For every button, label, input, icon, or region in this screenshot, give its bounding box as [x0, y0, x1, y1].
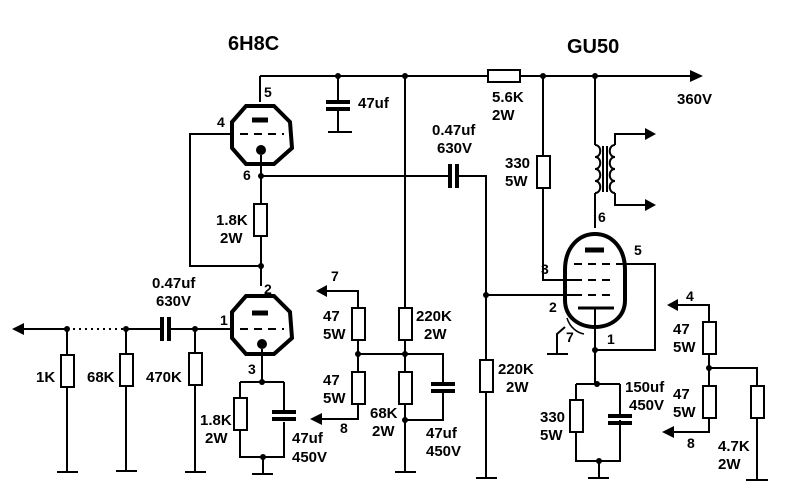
capacitor-47uf-divider — [431, 382, 455, 386]
r-h4-value: 47 — [673, 321, 690, 338]
resistor-68k-input — [116, 329, 137, 472]
c-div-voltage: 450V — [426, 443, 461, 460]
r-div-bot-power: 2W — [372, 423, 395, 440]
resistor-220k-divider — [398, 307, 413, 341]
r-in3-value: 470K — [146, 369, 182, 386]
resistor-4-7k — [750, 385, 765, 419]
tap-8-arrow-icon — [310, 413, 322, 425]
r-drop-power: 2W — [492, 107, 515, 124]
capacitor-47uf-cathode — [272, 410, 296, 414]
pin-5: 5 — [264, 84, 272, 100]
r-h4-power: 5W — [673, 339, 696, 356]
c-div-value: 47uf — [426, 425, 458, 442]
tap-8b-label: 8 — [687, 435, 695, 451]
output-transformer — [594, 76, 656, 228]
tap-4-arrow-icon — [667, 299, 678, 311]
capacitor-150uf — [608, 414, 632, 418]
supply-arrow-icon — [690, 70, 703, 82]
resistor-470k — [185, 329, 206, 473]
r-in1-value: 1K — [36, 369, 55, 386]
resistor-68k-divider — [398, 371, 413, 405]
tube-gu50 — [563, 232, 627, 345]
r-grid-value: 220K — [498, 361, 534, 378]
r-bleed-value: 4.7K — [718, 438, 750, 455]
c-couple2-value: 0.47uf — [432, 122, 476, 139]
resistor-5-6k — [487, 69, 521, 83]
pin-1: 1 — [220, 312, 228, 328]
r-k2-value: 1.8K — [200, 412, 232, 429]
r-div-top-value: 220K — [416, 308, 452, 325]
r-h7-power: 5W — [323, 326, 346, 343]
r-screen-power: 5W — [505, 173, 528, 190]
pin-2: 2 — [264, 281, 272, 297]
gu50-pin-5: 5 — [634, 242, 642, 258]
resistor-47-tap8 — [351, 371, 366, 405]
resistor-330-screen — [536, 155, 551, 189]
resistor-1k — [57, 329, 78, 473]
pin-3: 3 — [248, 361, 256, 377]
gu50-pin-6: 6 — [598, 209, 606, 225]
resistor-1-8k-lower — [233, 397, 248, 431]
tap-7-arrow-icon — [316, 285, 327, 297]
c-k2-value: 47uf — [292, 430, 324, 447]
r-h8-value: 47 — [323, 372, 340, 389]
c-in-voltage: 630V — [156, 293, 191, 310]
r-grid-power: 2W — [506, 379, 529, 396]
r-h8-power: 5W — [323, 390, 346, 407]
r-k2-power: 2W — [205, 430, 228, 447]
c-b1-value: 47uf — [358, 95, 390, 112]
r-bleed-power: 2W — [718, 456, 741, 473]
resistor-47-tap7 — [351, 307, 366, 341]
r-in2-value: 68K — [87, 369, 115, 386]
r-drop-value: 5.6K — [492, 89, 524, 106]
resistor-47-tap8b — [702, 385, 717, 419]
r-h7-value: 47 — [323, 308, 340, 325]
resistor-220k-grid — [479, 359, 494, 393]
output-arrow-top-icon — [645, 128, 656, 140]
c-couple2-voltage: 630V — [437, 140, 472, 157]
r-h8b-value: 47 — [673, 386, 690, 403]
b-plus-rail — [260, 70, 703, 82]
resistor-330-cathode — [569, 399, 584, 433]
tap-4-label: 4 — [686, 288, 694, 304]
tube-6h8c-lower — [230, 294, 295, 382]
input-arrow-icon — [12, 323, 24, 335]
capacitor-47uf-bplus — [326, 76, 352, 133]
r-div-bot-value: 68K — [370, 405, 398, 422]
c-in-value: 0.47uf — [152, 275, 196, 292]
r-k-out-power: 5W — [540, 427, 563, 444]
r-h8b-power: 5W — [673, 404, 696, 421]
pin-4: 4 — [217, 114, 225, 130]
tap-8-label: 8 — [340, 420, 348, 436]
gu50-pin-7: 7 — [566, 329, 574, 345]
supply-voltage-label: 360V — [677, 91, 712, 108]
tube-label-6h8c: 6H8C — [228, 33, 279, 55]
resistor-47-tap4 — [702, 321, 717, 355]
tube-label-gu50: GU50 — [567, 36, 619, 58]
gu50-pin-1: 1 — [607, 331, 615, 347]
r-k-out-value: 330 — [540, 409, 565, 426]
c-k-out-voltage: 450V — [629, 397, 664, 414]
c-k-out-value: 150uf — [625, 379, 665, 396]
c-k2-voltage: 450V — [292, 449, 327, 466]
gu50-pin-3: 3 — [541, 261, 549, 277]
output-arrow-bottom-icon — [645, 199, 656, 211]
tube-6h8c-upper — [230, 76, 295, 176]
r-screen-value: 330 — [505, 155, 530, 172]
pin-6: 6 — [243, 167, 251, 183]
resistor-1-8k-upper — [253, 203, 268, 237]
tap-8b-arrow-icon — [662, 426, 674, 438]
gu50-pin-2: 2 — [549, 299, 557, 315]
tap-7-label: 7 — [331, 268, 339, 284]
r-k1-power: 2W — [220, 230, 243, 247]
r-k1-value: 1.8K — [216, 212, 248, 229]
r-div-top-power: 2W — [424, 326, 447, 343]
grid-feedback-wire — [189, 133, 261, 267]
